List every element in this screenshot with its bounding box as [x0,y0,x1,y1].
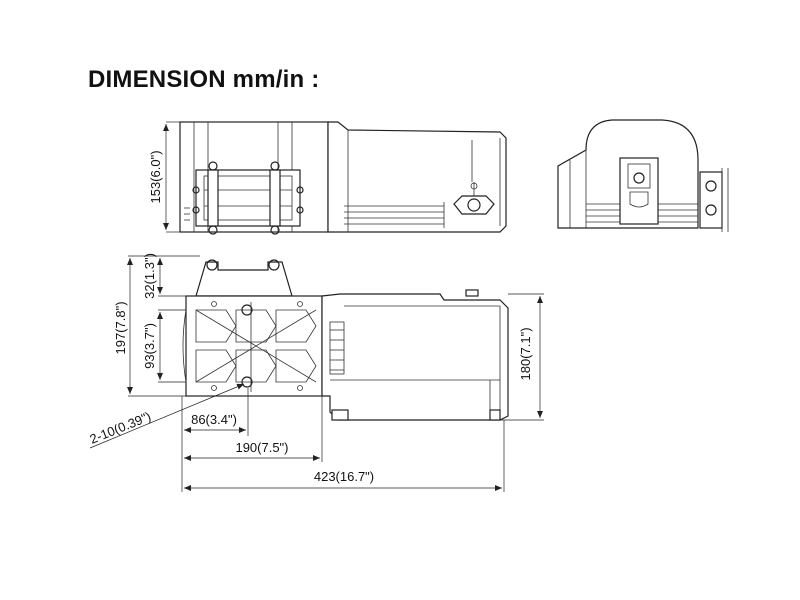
dim-body-height: 180(7.1") [518,327,533,380]
dim-mount-offset: 32(1.3") [142,253,157,299]
dim-bolt-holes: 2-10(0.39") [88,409,154,447]
end-view [557,119,729,232]
dim-height-top-view: 153(6.0") [148,150,163,203]
dim-base-length: 190(7.5") [235,440,288,455]
dim-overall-height: 197(7.8") [113,301,128,354]
dim-overall-length: 423(16.7") [314,469,374,484]
top-view: 153(6.0") [148,121,507,235]
main-view [182,259,509,421]
dim-hole-spacing-vertical: 93(3.7") [142,323,157,369]
dim-hole-spacing-horizontal: 86(3.4") [191,412,237,427]
diagram-title: DIMENSION mm/in : [88,66,320,93]
